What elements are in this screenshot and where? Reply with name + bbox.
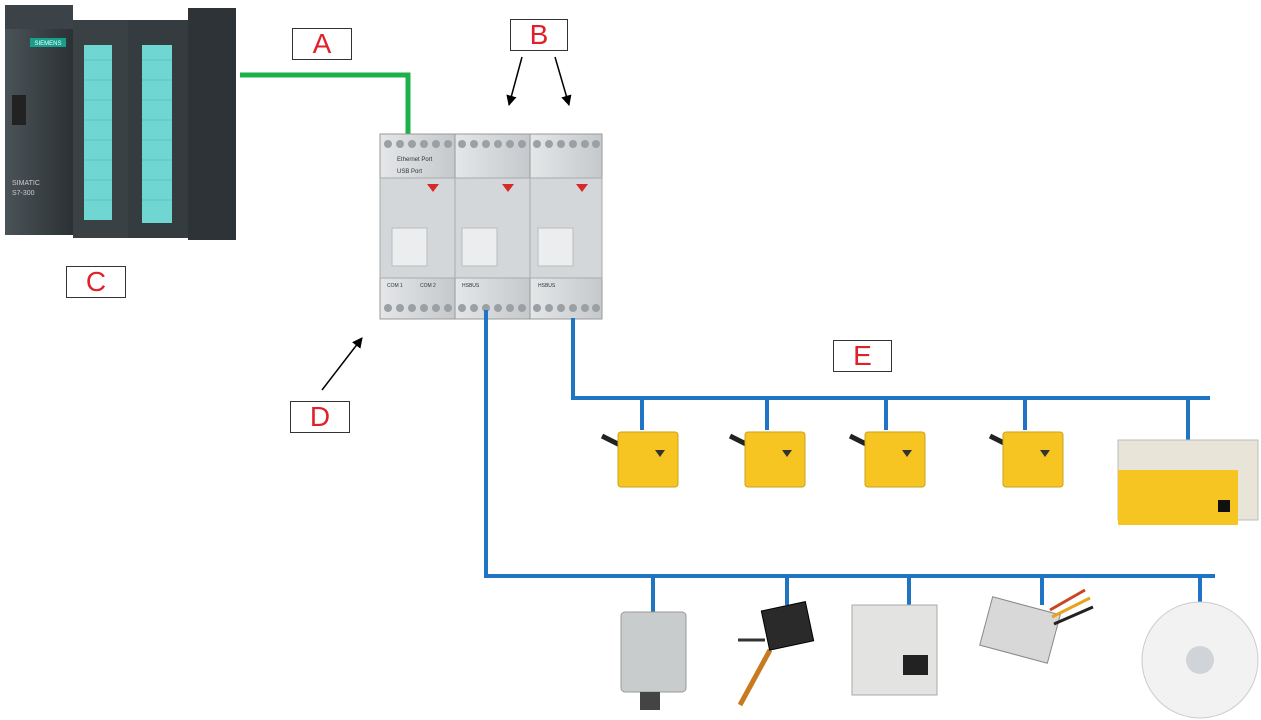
bus-line-lower (484, 310, 1215, 578)
grey-sensor-device (620, 611, 687, 710)
plc-cpu-top (5, 5, 73, 29)
black-module-with-cable (737, 601, 815, 707)
gateway-bus-module-1-window (461, 227, 498, 267)
plc-model-line1: SIMATIC (12, 180, 40, 187)
gateway-bus2-label: HSBUS (538, 283, 556, 289)
arrow-d (321, 337, 363, 391)
plc-io-terminal-2 (142, 45, 172, 223)
gateway-logo-1 (427, 184, 439, 192)
label-d: D (290, 401, 350, 433)
label-b: B (510, 19, 568, 51)
ethernet-cable (240, 72, 411, 134)
arrow-b-left (506, 56, 523, 107)
plc-brand-text: SIEMENS (34, 41, 61, 47)
grey-din-module (851, 604, 938, 696)
plc-io-terminal-1 (84, 45, 112, 220)
gateway-logo-2 (502, 184, 514, 192)
bus-lines (484, 310, 1215, 612)
label-c: C (66, 266, 126, 298)
gateway-usb-label: USB Port (397, 169, 422, 175)
gateway-com2-label: COM 2 (420, 283, 436, 289)
plc-io-module-3 (188, 8, 236, 240)
wired-interface-module (979, 588, 1094, 664)
arrow-b-right (554, 56, 572, 107)
label-e: E (833, 340, 892, 372)
yellow-sensor-3 (848, 431, 926, 488)
siemens-plc: SIEMENS SIMATIC S7-300 (5, 5, 236, 240)
plc-terminal-lines (84, 59, 172, 201)
gateway-com1-label: COM 1 (387, 283, 403, 289)
bus-line-upper (571, 318, 1210, 400)
yellow-din-module (1117, 439, 1259, 525)
gateway-display-window (391, 227, 428, 267)
label-a: A (292, 28, 352, 60)
plc-mode-switch (12, 95, 26, 125)
gateway-unit: Ethernet Port USB Port COM 1 COM 2 HSBUS… (379, 133, 603, 320)
gateway-ethernet-label: Ethernet Port (397, 157, 433, 163)
yellow-sensor-1 (600, 431, 679, 488)
gateway-bus-module-2-window (537, 227, 574, 267)
plc-model-line2: S7-300 (12, 190, 35, 197)
yellow-sensor-2 (728, 431, 806, 488)
gateway-bus1-label: HSBUS (462, 283, 480, 289)
plc-brand-badge (30, 38, 66, 47)
plc-cpu-module (5, 25, 73, 235)
yellow-sensor-4 (988, 431, 1064, 488)
ceiling-pir-sensor (1141, 601, 1259, 719)
gateway-terminals (384, 140, 600, 312)
gateway-logo-3 (576, 184, 588, 192)
